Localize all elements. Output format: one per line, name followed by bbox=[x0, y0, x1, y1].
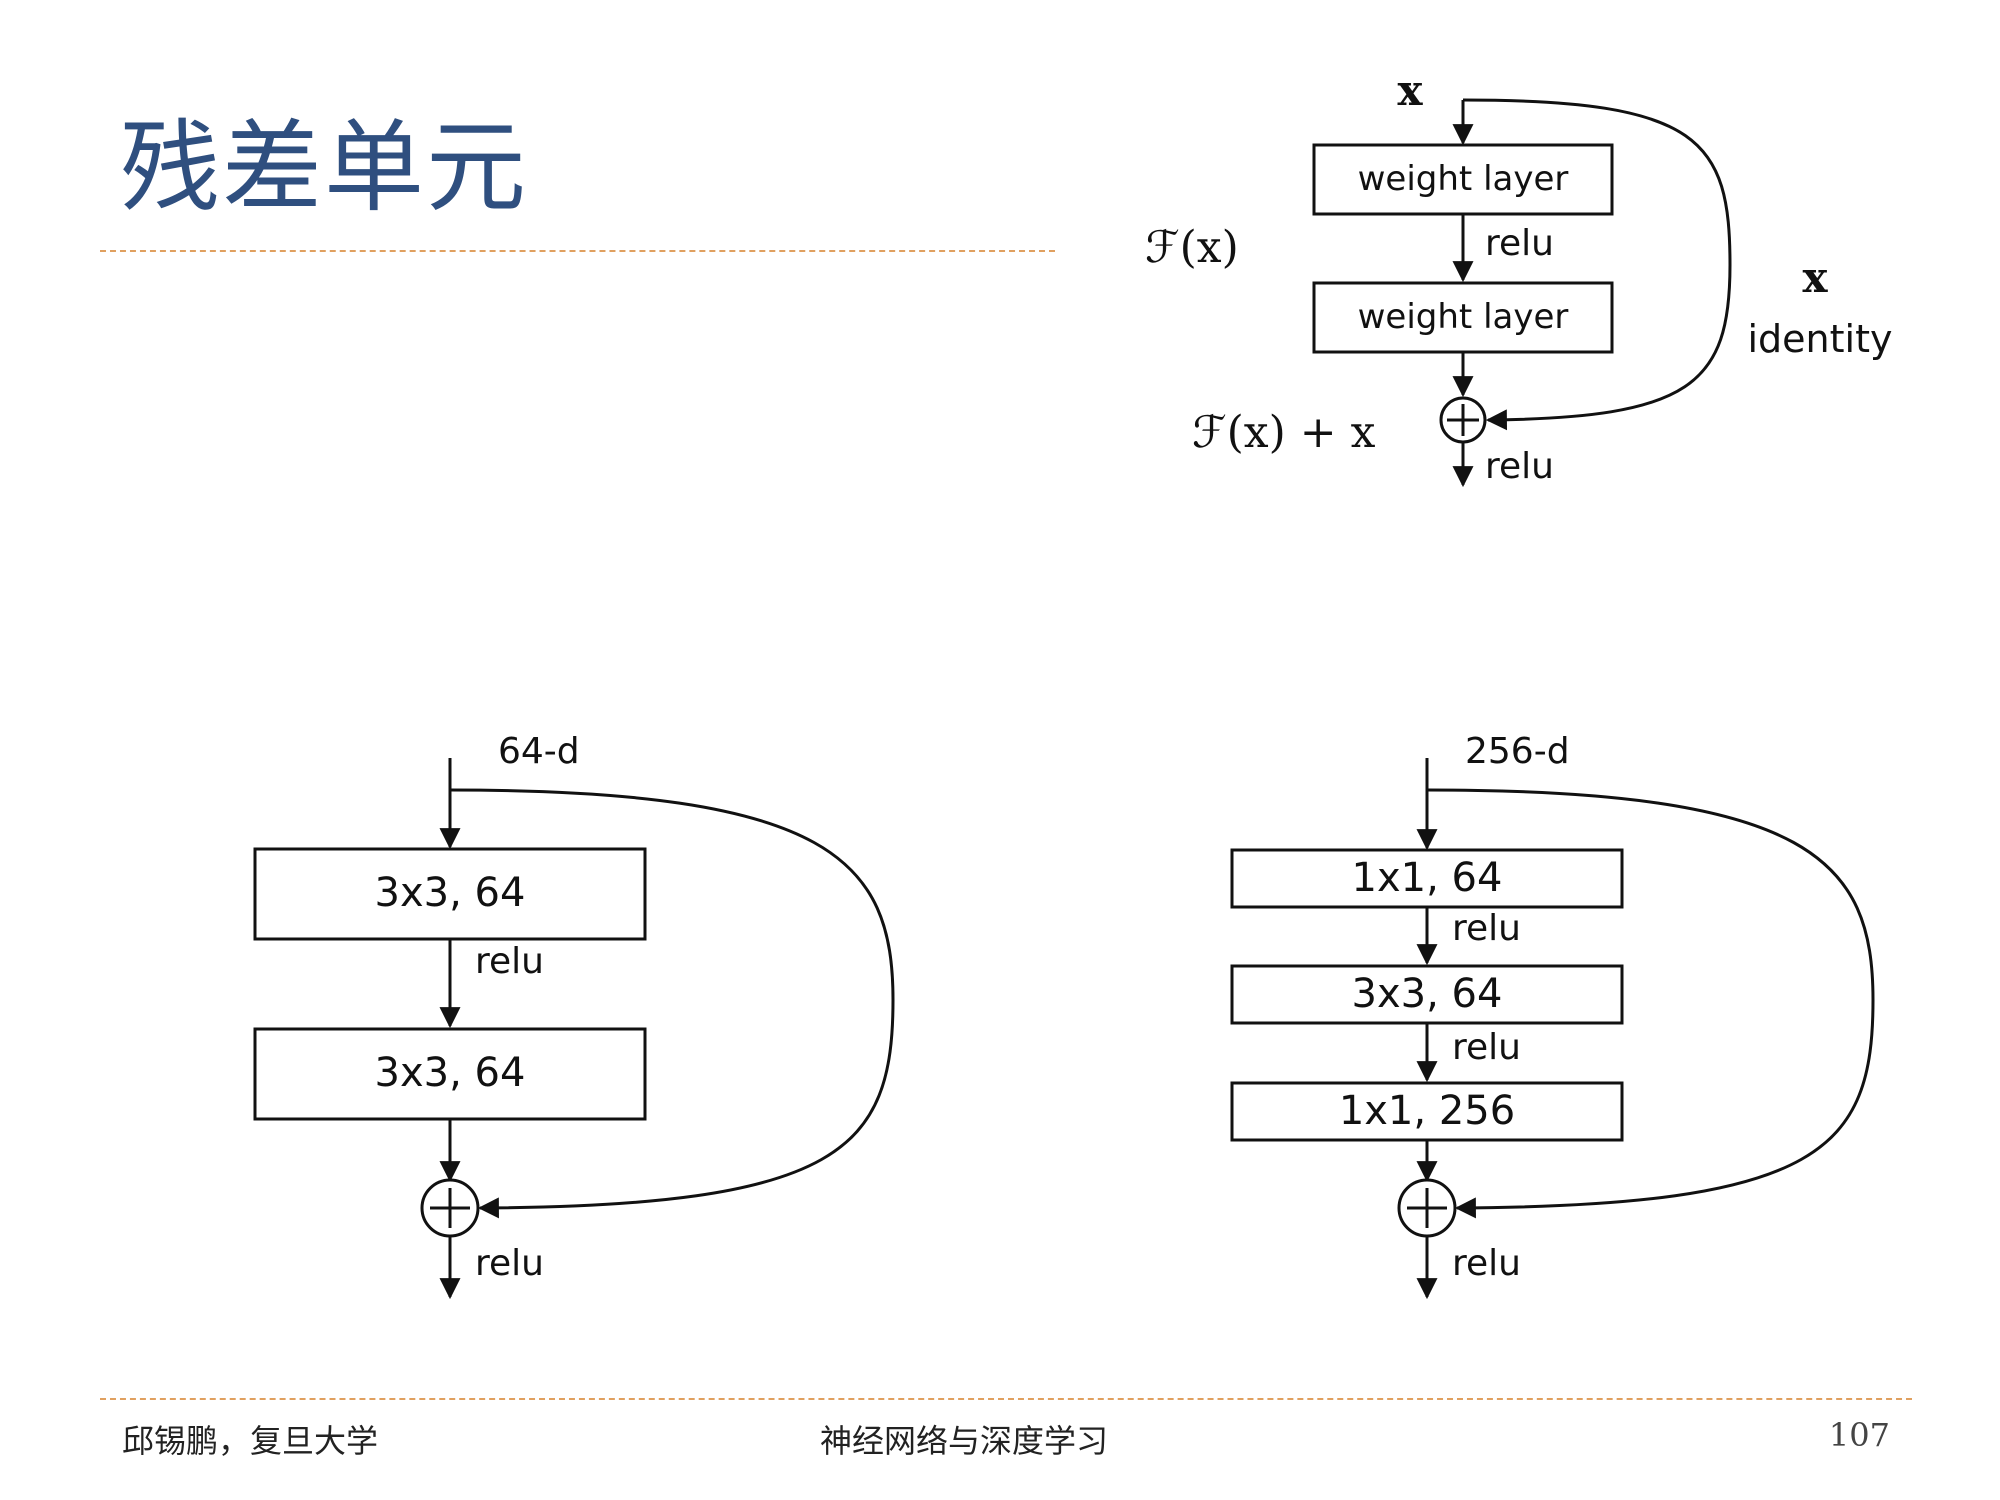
bottleneck-layer-3-label: 1x1, 256 bbox=[1339, 1088, 1515, 1134]
slide-title: 残差单元 bbox=[120, 109, 528, 226]
top-fx-label: ℱ(x) bbox=[1145, 222, 1239, 273]
footer-author: 邱锡鹏，复旦大学 bbox=[122, 1422, 379, 1460]
top-identity-x-label: x bbox=[1802, 253, 1828, 302]
basic-block-diagram: 64-d 3x3, 64 relu 3x3, 64 relu bbox=[253, 731, 895, 1300]
basic-layer-1 bbox=[253, 847, 647, 941]
top-identity-shortcut bbox=[1462, 98, 1732, 431]
bottleneck-layer-3 bbox=[1230, 1081, 1624, 1142]
bottleneck-relu-2-label: relu bbox=[1452, 1027, 1521, 1068]
basic-input-label: 64-d bbox=[498, 731, 580, 772]
top-weight-layer-1 bbox=[1312, 143, 1614, 216]
bottleneck-identity-shortcut bbox=[1426, 788, 1875, 1219]
top-residual-diagram: x weight layer relu weight layer relu ℱ(… bbox=[1145, 66, 1893, 488]
top-relu-out-label: relu bbox=[1485, 446, 1554, 487]
basic-relu-out-label: relu bbox=[475, 1243, 544, 1284]
top-weight-layer-1-label: weight layer bbox=[1358, 159, 1569, 199]
basic-layer-2-label: 3x3, 64 bbox=[375, 1050, 526, 1096]
page-number: 107 bbox=[1828, 1416, 1890, 1454]
top-weight-layer-2-label: weight layer bbox=[1358, 297, 1569, 337]
bottleneck-input-label: 256-d bbox=[1465, 731, 1570, 772]
basic-relu-1-label: relu bbox=[475, 941, 544, 982]
top-relu-1-label: relu bbox=[1485, 223, 1554, 264]
top-fx-plus-x-label: ℱ(x) + x bbox=[1192, 407, 1376, 458]
title-divider bbox=[100, 250, 1055, 252]
bottleneck-layer-2-label: 3x3, 64 bbox=[1352, 971, 1503, 1017]
basic-layer-2 bbox=[253, 1027, 647, 1121]
footer-course: 神经网络与深度学习 bbox=[820, 1422, 1109, 1460]
top-input-label: x bbox=[1397, 66, 1423, 115]
top-identity-label: identity bbox=[1748, 317, 1893, 361]
bottleneck-relu-out-label: relu bbox=[1452, 1243, 1521, 1284]
bottleneck-relu-1-label: relu bbox=[1452, 908, 1521, 949]
footer-divider bbox=[100, 1398, 1912, 1400]
bottleneck-layer-2 bbox=[1230, 964, 1624, 1025]
basic-layer-1-label: 3x3, 64 bbox=[375, 870, 526, 916]
bottleneck-block-diagram: 256-d 1x1, 64 relu 3x3, 64 relu 1x1, 256… bbox=[1230, 731, 1875, 1300]
bottleneck-layer-1-label: 1x1, 64 bbox=[1352, 855, 1503, 901]
basic-identity-shortcut bbox=[449, 788, 895, 1219]
